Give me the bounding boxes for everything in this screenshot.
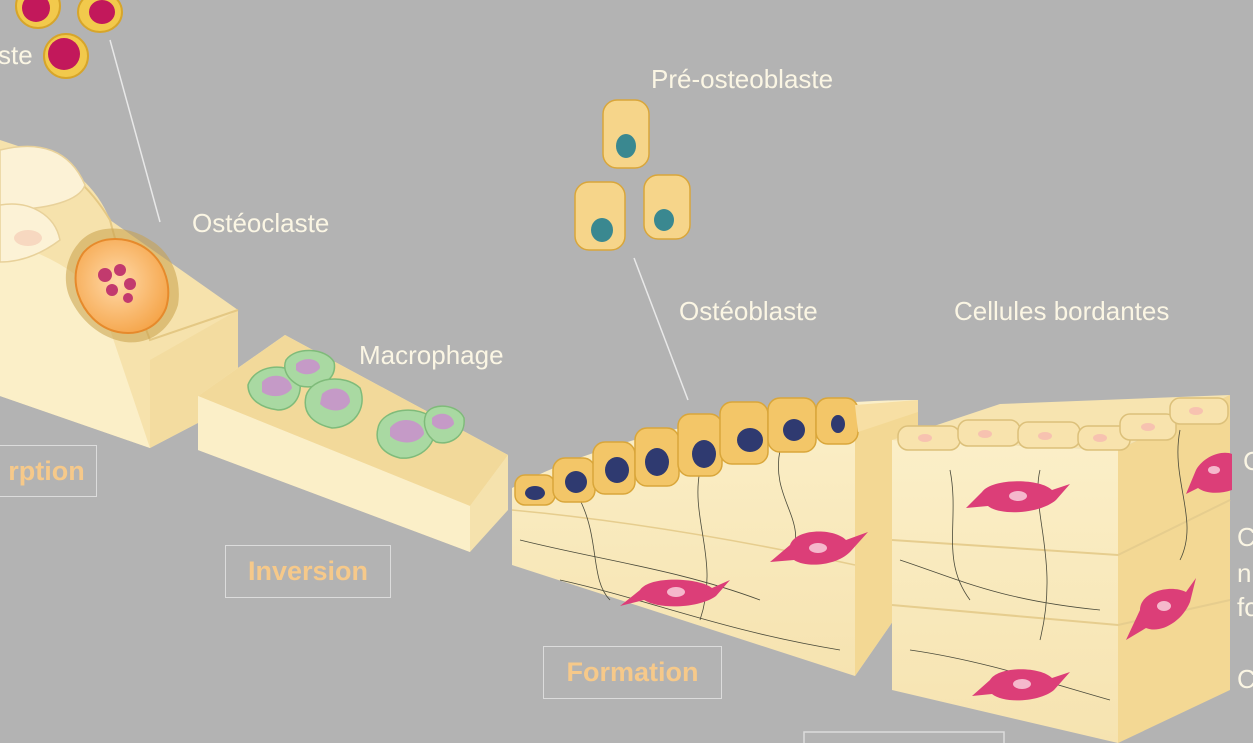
label-pre-osteoblast: Pré-osteoblaste <box>651 64 834 94</box>
osteocyte-cells-right <box>966 452 1232 701</box>
macrophage-cell <box>304 378 363 429</box>
macrophage-cell <box>247 366 301 411</box>
osteoclast-nucleus <box>114 264 126 276</box>
macrophage-cell <box>423 405 465 444</box>
label-osteoblast: Ostéoblaste <box>679 296 818 326</box>
macrophage-cell <box>284 349 336 388</box>
label-left-cut: ste <box>0 40 33 70</box>
osteocyte-cell <box>620 579 730 607</box>
stage-resorption-box: rption <box>0 445 97 497</box>
osteocyte-cells <box>620 531 868 607</box>
precursor-cells <box>15 0 123 79</box>
label-lining-cells: Cellules bordantes <box>954 296 1170 326</box>
label-macrophage: Macrophage <box>359 340 504 370</box>
osteocyte-cell <box>1186 452 1232 494</box>
bottom-cut-box <box>803 731 1005 743</box>
stage-formation-box: Formation <box>543 646 722 699</box>
label-right-cut-3: n <box>1237 558 1252 588</box>
osteoclast-nucleus <box>106 284 118 296</box>
osteoblast-pointer-line <box>633 257 689 401</box>
label-right-cut-1: C <box>1243 446 1253 476</box>
label-osteoclast: Ostéoclaste <box>192 208 330 238</box>
osteocyte-cell <box>770 531 868 565</box>
osteoclast-nucleus <box>123 293 133 303</box>
label-right-cut-2: C <box>1237 522 1253 552</box>
pre-osteoblast-cells <box>574 99 691 251</box>
osteocyte-cell <box>966 481 1070 513</box>
macrophage-cell <box>376 409 436 459</box>
label-right-cut-4: fo <box>1237 592 1253 622</box>
lining-cell-layer <box>897 397 1229 451</box>
osteocyte-cell <box>1126 578 1196 640</box>
stage-inversion-box: Inversion <box>225 545 391 598</box>
label-right-cut-5: C <box>1237 664 1253 694</box>
osteoclast-pointer-line <box>109 39 161 223</box>
osteocyte-cell <box>972 669 1070 701</box>
osteoblast-layer <box>514 397 918 506</box>
macrophage-cells <box>247 349 465 459</box>
osteoclast-cell <box>65 228 179 343</box>
osteoclast-nucleus <box>124 278 136 290</box>
osteoclast-nucleus <box>98 268 112 282</box>
